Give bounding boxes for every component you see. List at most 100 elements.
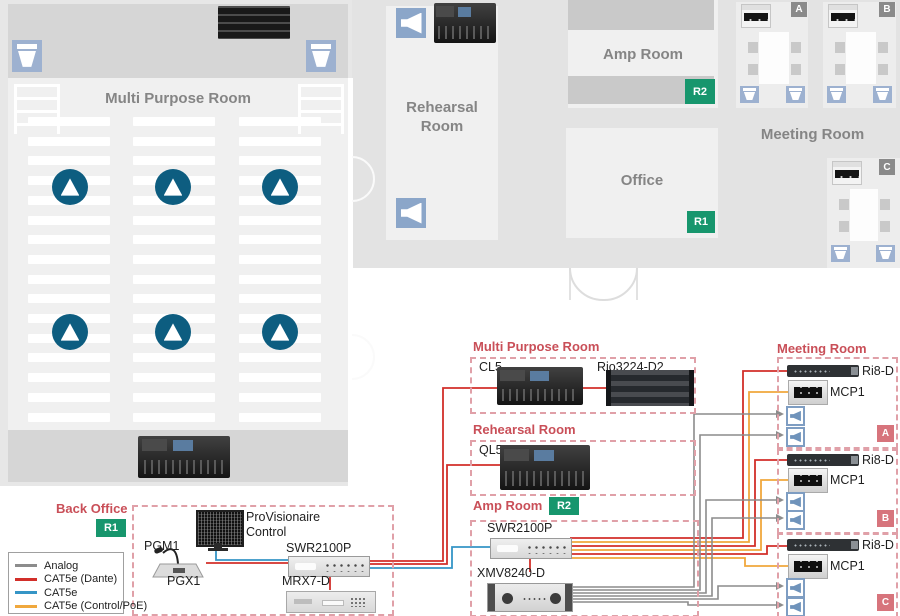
- wall-gap: [348, 78, 353, 486]
- chair: [835, 42, 845, 53]
- diag-speaker-icon: [786, 427, 805, 447]
- rehearsal-title: Rehearsal Room: [406, 99, 478, 135]
- ri8d-label-c: Ri8-D: [862, 538, 894, 552]
- stage-speaker-icon: [306, 40, 336, 72]
- meeting-table: [759, 32, 789, 84]
- seat-row: [133, 156, 215, 165]
- diag-badge-c: C: [877, 594, 894, 611]
- seat-row: [28, 216, 110, 225]
- provisionaire-monitor: [196, 510, 244, 547]
- meeting-table: [850, 189, 878, 241]
- back-office-title: Back Office: [56, 501, 128, 516]
- mcp1-device-b: [788, 468, 828, 493]
- seat-row: [239, 235, 321, 244]
- mpr-stage: [8, 4, 348, 78]
- provisionaire-label: ProVisionaire Control: [246, 510, 321, 539]
- analog-line-swatch: [15, 564, 37, 567]
- seat-row: [239, 216, 321, 225]
- ceiling-speaker-icon: [155, 169, 191, 205]
- stage-rack-device: [218, 6, 290, 39]
- mcp1-device-a: [788, 380, 828, 405]
- diag-mpr-title: Multi Purpose Room: [473, 339, 600, 354]
- chair: [880, 199, 890, 210]
- chair: [791, 42, 801, 53]
- amp-swr2100p-device: [490, 538, 572, 559]
- seat-row: [133, 413, 215, 422]
- office-badge-r1: R1: [687, 211, 715, 233]
- multi-purpose-room: [8, 78, 348, 430]
- amp-room-title: Amp Room: [603, 46, 683, 63]
- mcp1-label-c: MCP1: [830, 559, 865, 573]
- seat-row: [133, 275, 215, 284]
- diag-meeting-title: Meeting Room: [777, 341, 867, 356]
- seat-row: [133, 117, 215, 126]
- seat-row: [28, 235, 110, 244]
- monitor-base: [208, 548, 228, 551]
- ql5-device: [500, 445, 590, 490]
- ql5-console-floorplan: [434, 3, 496, 43]
- office-title: Office: [620, 172, 664, 189]
- chair: [878, 42, 888, 53]
- seat-row: [239, 294, 321, 303]
- ri8d-label-a: Ri8-D: [862, 364, 894, 378]
- dante-line-swatch: [15, 577, 37, 581]
- diag-speaker-icon: [786, 492, 805, 512]
- chair: [748, 64, 758, 75]
- ladder-icon: [298, 84, 344, 134]
- ri8d-device-b: [787, 454, 859, 466]
- back-swr2100p-label: SWR2100P: [286, 541, 352, 555]
- seat-row: [133, 353, 215, 362]
- diag-speaker-icon: [786, 406, 805, 426]
- seat-row: [28, 255, 110, 264]
- seat-row: [239, 255, 321, 264]
- meeting-speaker-icon: [827, 86, 846, 103]
- room-badge-a: A: [791, 2, 807, 17]
- seat-row: [28, 275, 110, 284]
- meeting-speaker-icon: [831, 245, 850, 262]
- seat-row: [133, 373, 215, 382]
- seat-row: [28, 294, 110, 303]
- diag-speaker-icon: [786, 578, 805, 598]
- cl5-device: [497, 367, 583, 405]
- wall-panel-device: [828, 4, 858, 28]
- pgx1-label: PGX1: [167, 574, 201, 588]
- seat-row: [133, 294, 215, 303]
- rio3224-device: [606, 370, 694, 406]
- mpr-title: Multi Purpose Room: [105, 90, 251, 107]
- seat-row: [28, 393, 110, 402]
- diag-rehearsal-title: Rehearsal Room: [473, 422, 576, 437]
- ceiling-speaker-icon: [262, 169, 298, 205]
- mrx7d-device: [286, 591, 376, 613]
- amp-swr2100p-label: SWR2100P: [487, 521, 553, 535]
- ladder-icon: [14, 84, 60, 134]
- mcp1-label-a: MCP1: [830, 385, 865, 399]
- xmv8240-label: XMV8240-D: [477, 566, 546, 580]
- chair: [878, 64, 888, 75]
- mcp1-device-c: [788, 554, 828, 579]
- meeting-room-title: Meeting Room: [760, 126, 865, 143]
- seat-row: [239, 373, 321, 382]
- legend-label: CAT5e (Dante): [44, 573, 118, 585]
- cl5-console-floorplan: [138, 436, 230, 478]
- chair: [748, 42, 758, 53]
- wall-panel-device: [832, 161, 862, 185]
- ri8d-device-a: [787, 365, 859, 377]
- legend-item: Analog: [15, 559, 78, 572]
- ri8d-label-b: Ri8-D: [862, 453, 894, 467]
- seat-row: [239, 137, 321, 146]
- back-office-badge-r1: R1: [96, 519, 126, 537]
- wall-speaker-icon: [396, 198, 426, 228]
- seat-row: [133, 216, 215, 225]
- chair: [880, 221, 890, 232]
- mrx7d-label: MRX7-D: [282, 574, 330, 588]
- meeting-speaker-icon: [873, 86, 892, 103]
- ceiling-speaker-icon: [262, 314, 298, 350]
- seat-row: [28, 137, 110, 146]
- meeting-speaker-icon: [876, 245, 895, 262]
- ceiling-speaker-icon: [155, 314, 191, 350]
- seat-row: [239, 156, 321, 165]
- room-badge-c: C: [879, 159, 895, 175]
- wall-speaker-icon: [396, 8, 426, 38]
- seat-row: [239, 117, 321, 126]
- legend-label: CAT5e: [44, 586, 78, 599]
